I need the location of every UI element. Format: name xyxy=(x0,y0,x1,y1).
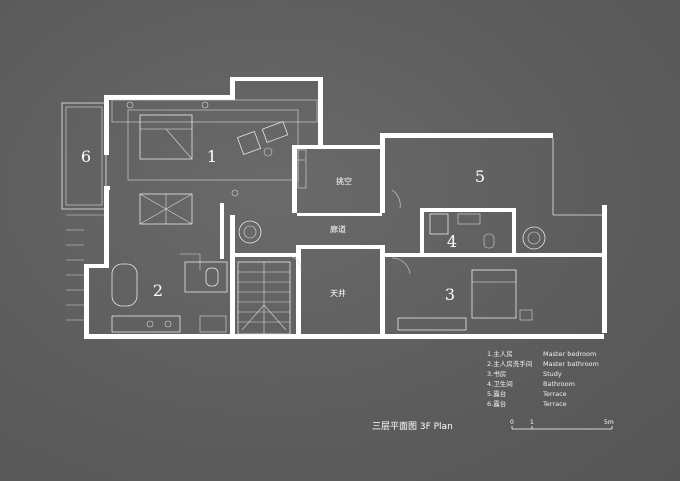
legend-5-en: Terrace xyxy=(542,390,567,398)
label-courtyard: 天井 xyxy=(330,288,346,298)
legend-3-en: Study xyxy=(543,370,562,378)
room-number-1: 1 xyxy=(207,147,217,166)
terrace-5-outline xyxy=(381,133,607,333)
scale-label-1: 1 xyxy=(530,419,534,426)
terrace-6-outline xyxy=(61,102,107,210)
legend-6-en: Terrace xyxy=(542,400,567,408)
legend-4-zh: 4.卫生间 xyxy=(487,379,513,388)
room-number-5: 5 xyxy=(475,167,485,186)
legend-2-en: Master bathroom xyxy=(543,360,599,368)
staircase xyxy=(237,261,291,335)
legend-1-en: Master bedroom xyxy=(543,350,596,358)
plant-icons xyxy=(238,220,546,250)
exterior-walls xyxy=(84,77,604,339)
room-number-3: 3 xyxy=(445,285,455,304)
scale-bar: 0 1 5m xyxy=(510,419,614,430)
legend-4-en: Bathroom xyxy=(543,380,575,388)
legend-1-zh: 1.主人房 xyxy=(487,349,513,358)
interior-walls xyxy=(220,145,605,337)
scale-label-5m: 5m xyxy=(604,419,614,426)
study-3-furniture xyxy=(397,269,533,331)
room-number-6: 6 xyxy=(81,147,91,166)
legend: 1.主人房 Master bedroom 2.主人房洗手间 Master bat… xyxy=(487,349,599,408)
label-void: 挑空 xyxy=(336,176,352,186)
label-corridor: 廊道 xyxy=(330,224,346,234)
bathroom-4-fixtures xyxy=(429,213,495,249)
plan-title: 三层平面图 3F Plan xyxy=(372,421,453,432)
room-number-2: 2 xyxy=(153,281,163,300)
scale-label-0: 0 xyxy=(510,419,514,426)
bathroom-2-fixtures xyxy=(66,214,228,333)
room-number-4: 4 xyxy=(447,232,457,251)
legend-5-zh: 5.露台 xyxy=(487,389,506,398)
legend-3-zh: 3.书房 xyxy=(487,369,506,378)
legend-6-zh: 6.露台 xyxy=(487,399,506,408)
legend-2-zh: 2.主人房洗手间 xyxy=(487,359,532,368)
